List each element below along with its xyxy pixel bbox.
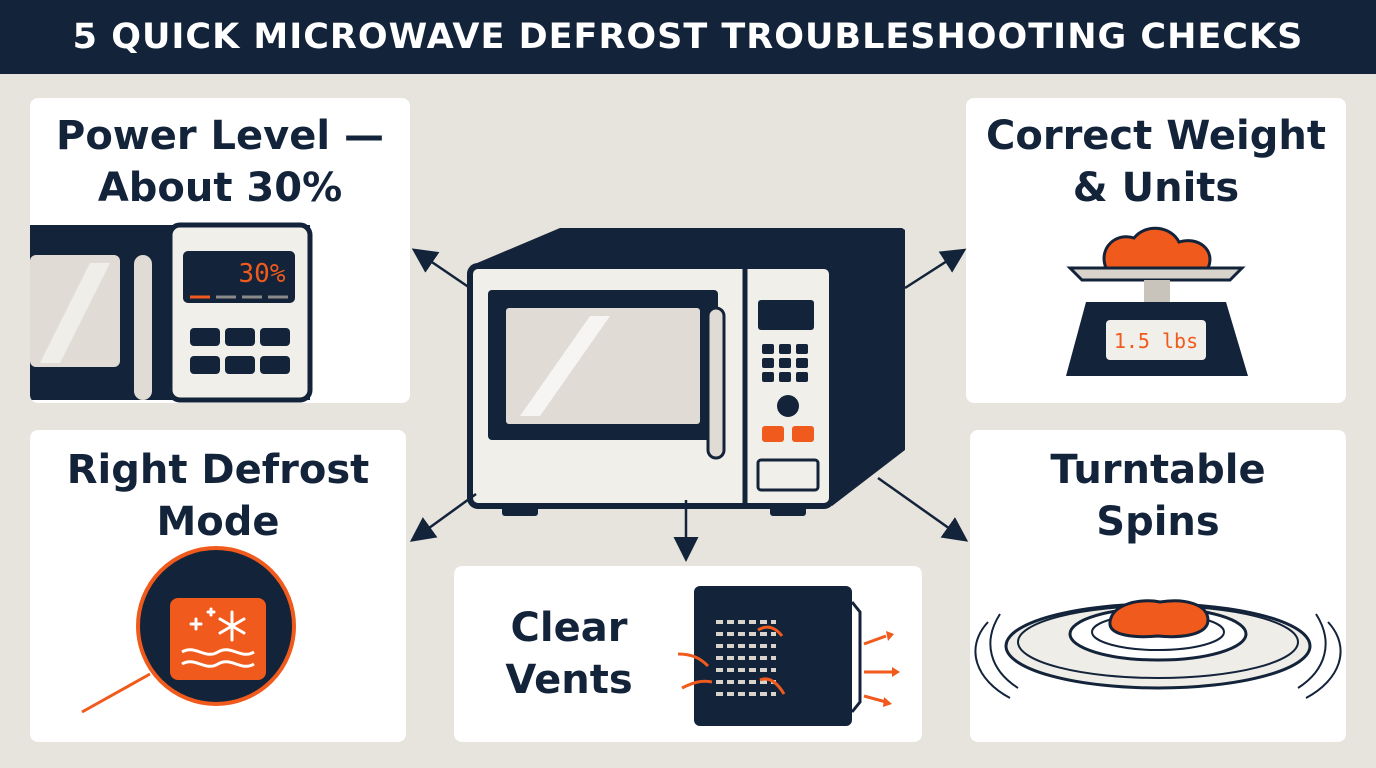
turntable-card: Turntable Spins (970, 430, 1346, 742)
defrost-mode-card: Right Defrost Mode (30, 430, 406, 742)
kitchen-scale-icon (1066, 226, 1248, 376)
page-header: 5 QUICK MICROWAVE DEFROST TROUBLESHOOTIN… (0, 0, 1376, 74)
page-title: 5 QUICK MICROWAVE DEFROST TROUBLESHOOTIN… (72, 17, 1304, 57)
power-display-text: 30% (238, 259, 286, 289)
power-level-title: Power Level — About 30% (56, 113, 384, 211)
turntable-title: Turntable Spins (1050, 447, 1266, 545)
clear-vents-card: Clear Vents (454, 566, 922, 742)
clear-vents-title: Clear Vents (505, 605, 633, 703)
arrow-to-correct-weight (904, 248, 967, 290)
turntable-plate-icon (974, 599, 1342, 699)
defrost-snowflake-icon (81, 546, 296, 714)
vent-airflow-icon (677, 586, 900, 726)
microwave-icon (467, 228, 905, 516)
defrost-mode-title: Right Defrost Mode (66, 447, 370, 545)
correct-weight-card: Correct Weight & Units 1.5 lbs (966, 98, 1346, 403)
correct-weight-title: Correct Weight & Units (986, 113, 1326, 211)
microwave-control-panel-icon (30, 222, 313, 403)
scale-display-text: 1.5 lbs (1113, 329, 1199, 353)
power-level-card: Power Level — About 30% 30% (30, 98, 410, 403)
